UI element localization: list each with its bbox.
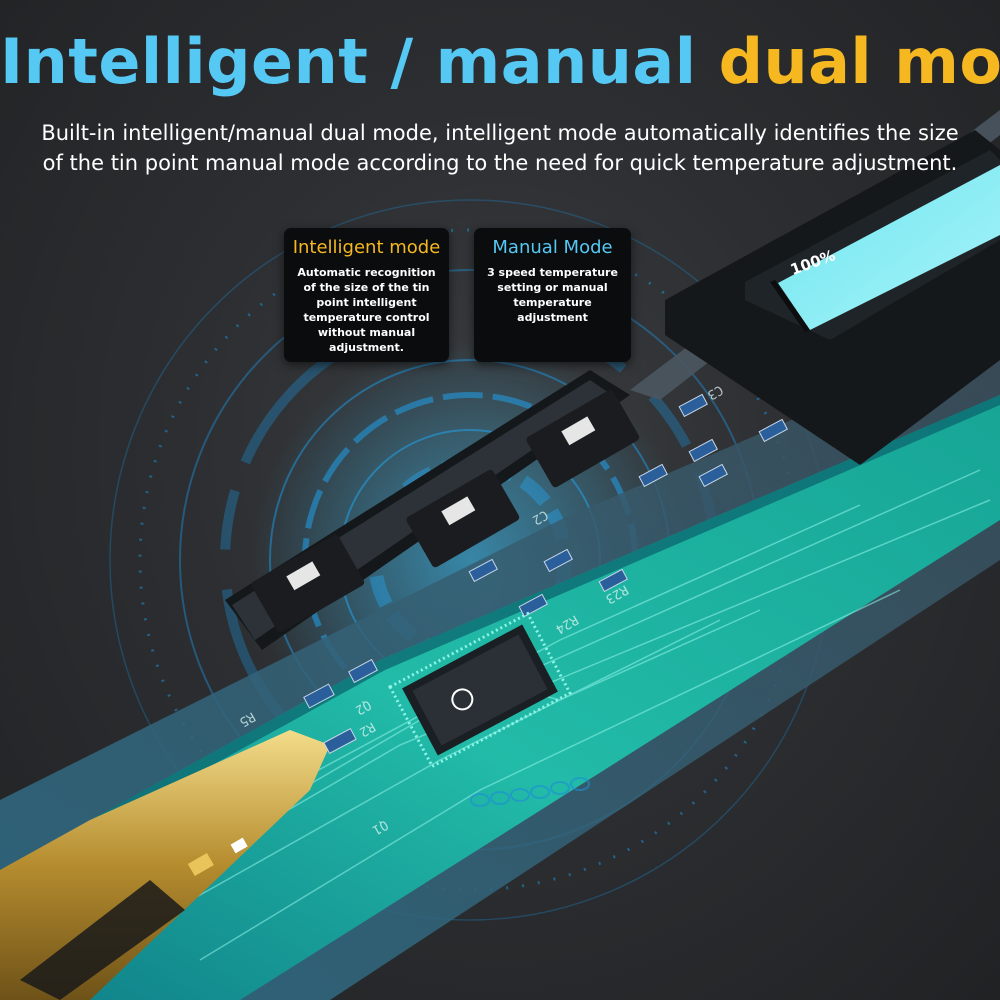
manual-mode-card: Manual Mode 3 speed temperature setting … [474,228,631,362]
board-label-r5: R5 [236,709,257,730]
manual-mode-description: 3 speed temperature setting or manual te… [487,266,618,324]
display-screen [778,165,1000,330]
board-label-q2: Q2 [352,697,373,718]
subheadline: Built-in intelligent/manual dual mode, i… [41,121,959,175]
board-label-q1: Q1 [369,817,390,838]
display-module [665,130,1000,465]
board-label-r2: R2 [356,719,377,740]
board-label-r23: R23 [603,582,631,607]
intelligent-mode-description: Automatic recognition of the size of the… [297,266,436,354]
board-label-r24: R24 [553,612,581,637]
headline-main: Intelligent / manual [0,25,719,98]
headline-accent: dual mode [718,25,1000,98]
headline: Intelligent / manual dual mode [0,22,1000,102]
smd-components [303,393,788,755]
manual-mode-title: Manual Mode [492,237,613,258]
board-label-c3: C3 [704,382,725,403]
board-label-c2: C2 [529,507,550,528]
intelligent-mode-card: Intelligent mode Automatic recognition o… [284,228,449,362]
buttons [251,389,640,633]
intelligent-mode-title: Intelligent mode [292,237,441,258]
hud-digits [470,777,590,807]
